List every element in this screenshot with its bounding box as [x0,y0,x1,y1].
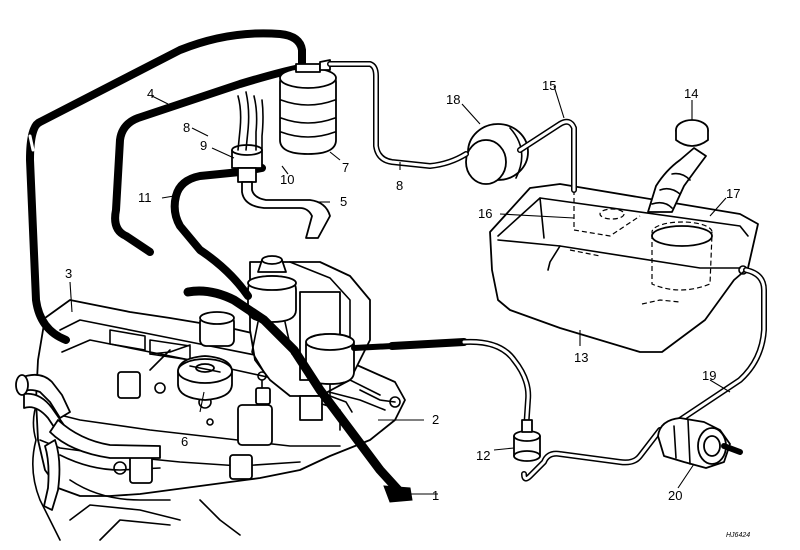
callout-5: 5 [340,194,347,209]
drawing-code: HJ6424 [726,532,750,539]
callout-6: 6 [181,434,188,449]
hose-end-1 [383,485,413,503]
vent-hose-8 [111,64,304,256]
callout-4: 4 [147,86,154,101]
callout-16: 16 [478,206,492,221]
callout-17: 17 [726,186,740,201]
vacuum-hose-2 [183,286,405,497]
vent-hose-4 [26,29,306,344]
callout-9: 9 [200,138,207,153]
callout-18: 18 [446,92,460,107]
callout-1: 1 [432,488,439,503]
callout-7: 7 [342,160,349,175]
callout-15: 15 [542,78,556,93]
charcoal-canister [279,59,337,155]
fuel-pump [657,417,743,469]
callout-11: 11 [138,190,152,205]
filler-neck [647,119,709,213]
callout-labels: 1 2 3 4 5 6 7 8 8 9 10 11 12 13 14 15 16… [65,78,750,539]
breather-valve [149,311,235,371]
fuel-pipe-8-right [327,61,469,169]
fuel-filter [513,419,541,462]
callout-12: 12 [476,448,490,463]
fuel-pipe-12-20 [521,427,663,482]
callout-20: 20 [668,488,682,503]
callout-2: 2 [432,412,439,427]
callout-8a: 8 [183,120,190,135]
fuel-tank [489,183,759,353]
callout-3: 3 [65,266,72,281]
callout-13: 13 [574,350,588,365]
fuel-pipe-15 [517,118,577,193]
fuel-pipe-carb [351,338,532,433]
callout-14: 14 [684,86,698,101]
purge-valve [231,91,331,239]
vent-hose-11 [170,164,266,300]
leader-lines [69,85,731,495]
callout-10: 10 [280,172,294,187]
callout-8b: 8 [396,178,403,193]
heater-hose [15,373,161,511]
fuel-pipe-19 [677,267,767,423]
expansion-chamber [465,123,529,185]
callout-19: 19 [702,368,716,383]
carburettor [247,255,401,431]
oil-filler-cap[interactable] [177,355,233,401]
